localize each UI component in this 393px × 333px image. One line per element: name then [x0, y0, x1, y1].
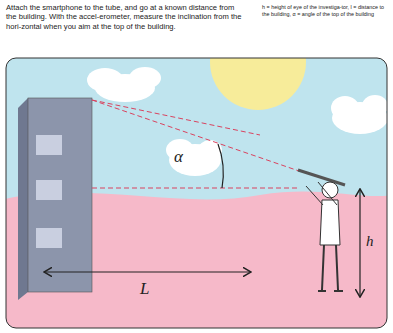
distance-symbol: L — [140, 278, 149, 299]
building — [28, 98, 92, 292]
legend-note: h = height of eye of the investiga-tor, … — [262, 4, 388, 18]
angle-symbol: α — [174, 146, 183, 167]
sky — [6, 58, 387, 328]
distance-arrow — [45, 271, 250, 272]
sight-lines — [92, 100, 302, 188]
height-symbol: h — [366, 232, 374, 251]
instruction-text: Attach the smartphone to the tube, and g… — [6, 3, 242, 31]
building-side — [18, 98, 28, 300]
frame — [6, 58, 387, 328]
scene — [6, 58, 387, 328]
windows — [36, 135, 62, 248]
clouds — [87, 67, 387, 176]
person — [298, 170, 345, 291]
angle-arc — [218, 144, 223, 188]
height-arrow — [359, 190, 360, 296]
sun — [210, 58, 306, 110]
